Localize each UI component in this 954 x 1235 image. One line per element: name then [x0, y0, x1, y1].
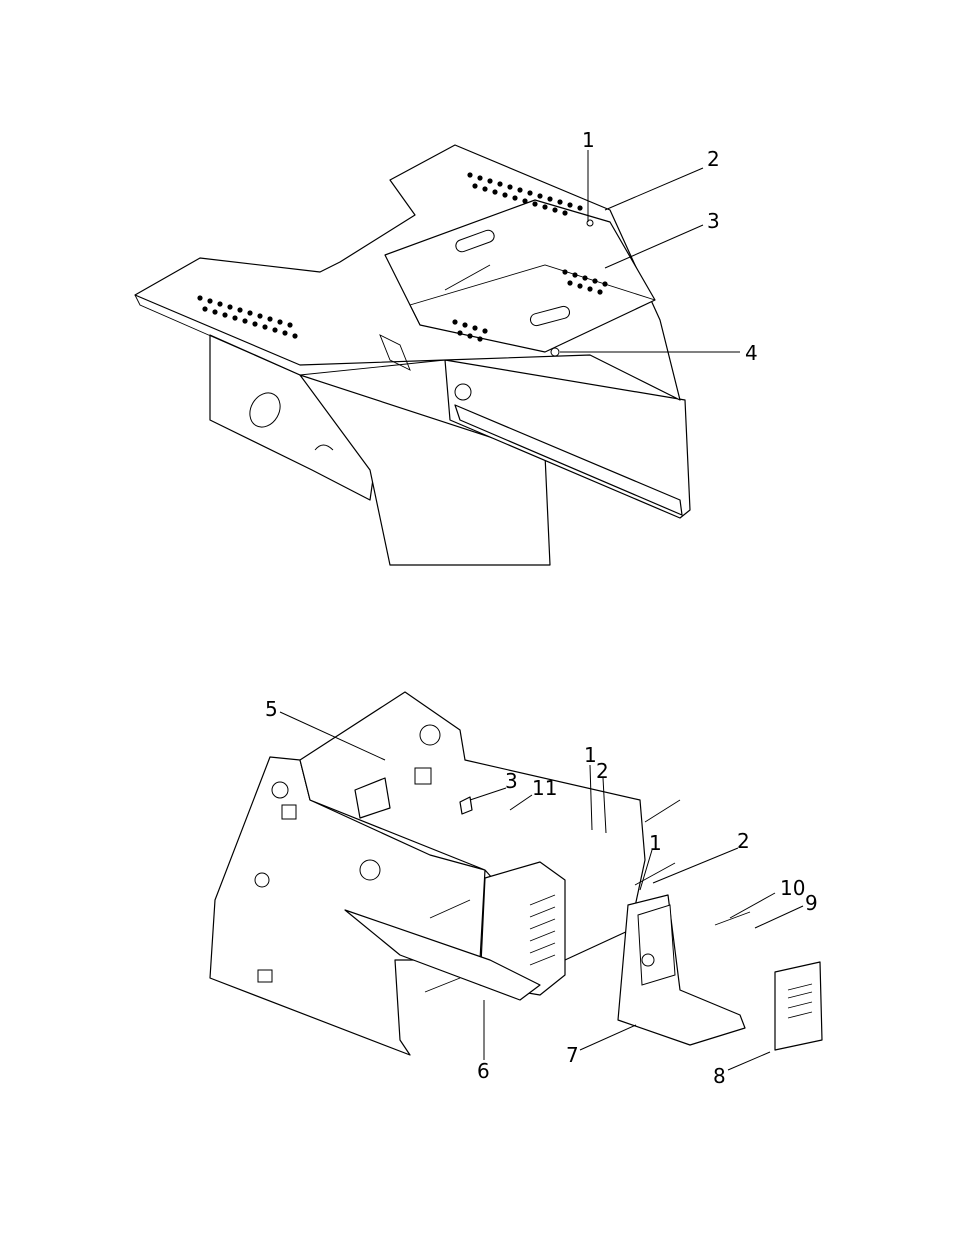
screw-icon-3 — [715, 912, 750, 925]
callout-l8: 8 — [713, 1064, 726, 1088]
callout-u1: 1 — [582, 128, 595, 152]
callout-l2a: 2 — [596, 759, 609, 783]
callout-l1b: 1 — [649, 831, 662, 855]
lower-assembly-view: 5 1 2 3 11 1 2 10 9 6 7 8 — [210, 692, 822, 1088]
callout-l11: 11 — [532, 776, 557, 800]
screw-icon — [645, 800, 680, 822]
callout-l3: 3 — [505, 769, 518, 793]
side-frame — [618, 895, 745, 1045]
upper-assembly-view: 1 2 3 4 — [135, 128, 758, 565]
callout-l5: 5 — [265, 697, 278, 721]
callout-l6: 6 — [477, 1059, 490, 1083]
bolt-icon-2 — [425, 978, 460, 992]
callout-l2b: 2 — [737, 829, 750, 853]
washer-hardware-icon — [551, 348, 559, 356]
callout-u3: 3 — [707, 209, 720, 233]
callout-l7: 7 — [566, 1043, 579, 1067]
callout-u4: 4 — [745, 341, 758, 365]
cover-panel — [775, 962, 822, 1050]
callout-l10: 10 — [780, 876, 805, 900]
callout-u2: 2 — [707, 147, 720, 171]
callout-l9: 9 — [805, 891, 818, 915]
callout-l1a: 1 — [584, 743, 597, 767]
